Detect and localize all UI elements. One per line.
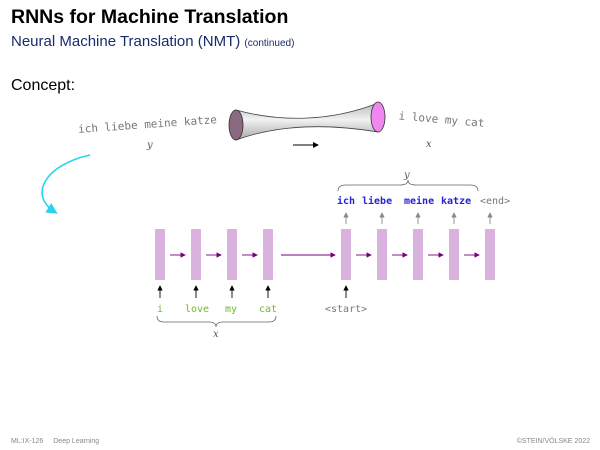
target-var: x	[426, 139, 432, 150]
decoder-cell	[449, 229, 459, 280]
input-brace	[156, 315, 277, 328]
encoder-input-word: i	[157, 304, 163, 315]
decoder-output-word: liebe	[362, 195, 392, 207]
translation-tube	[228, 101, 386, 141]
decoder-output-word: ich	[337, 195, 355, 207]
encoder-cell	[155, 229, 165, 280]
decoder-cell	[413, 229, 423, 280]
encoder-input-word: cat	[259, 304, 277, 315]
cyan-curved-arrow	[41, 154, 91, 214]
decoder-outputs: ich liebe meine katze	[337, 195, 471, 207]
encoder-input-word: my	[225, 304, 237, 315]
decoder-start-token: <start>	[325, 304, 367, 315]
input-arrows	[157, 285, 349, 298]
output-var: y	[403, 170, 410, 181]
encoder-cell	[263, 229, 273, 280]
source-sentence: ich liebe meine katze	[78, 113, 218, 136]
decoder-cell	[485, 229, 495, 280]
decoder-output-word: meine	[404, 195, 434, 207]
encoder-input-word: love	[185, 304, 209, 315]
decoder-cell	[377, 229, 387, 280]
source-var: y	[146, 140, 153, 151]
decoder-end-token: <end>	[480, 196, 510, 207]
tube-left-disk	[228, 109, 244, 141]
tube-right-disk	[370, 101, 386, 133]
encoder-cell	[227, 229, 237, 280]
encoder-inputs: i love my cat	[157, 304, 277, 315]
subtitle-note: (continued)	[244, 38, 295, 49]
footer-topic: Deep Learning	[53, 438, 100, 445]
footer-left: ML:IX-126 Deep Learning	[11, 438, 99, 445]
slide-subtitle: Neural Machine Translation (NMT) (contin…	[11, 33, 294, 50]
output-brace	[337, 179, 479, 192]
subtitle-text: Neural Machine Translation (NMT)	[11, 33, 241, 50]
decoder-cell	[341, 229, 351, 280]
decoder-output-word: katze	[441, 196, 471, 207]
encoder-cell	[191, 229, 201, 280]
target-sentence: i love my cat	[398, 109, 485, 129]
source-sentence-arc: ich liebe meine katze	[78, 113, 218, 136]
rnn-cells	[155, 229, 495, 280]
input-var: x	[213, 329, 219, 340]
concept-label: Concept:	[11, 77, 76, 94]
footer-copyright: ©STEIN/VÖLSKE 2022	[516, 438, 590, 445]
decoder-output-arrows	[343, 212, 493, 224]
slide-title: RNNs for Machine Translation	[11, 6, 289, 28]
footer-course: ML:IX-126	[11, 438, 44, 445]
